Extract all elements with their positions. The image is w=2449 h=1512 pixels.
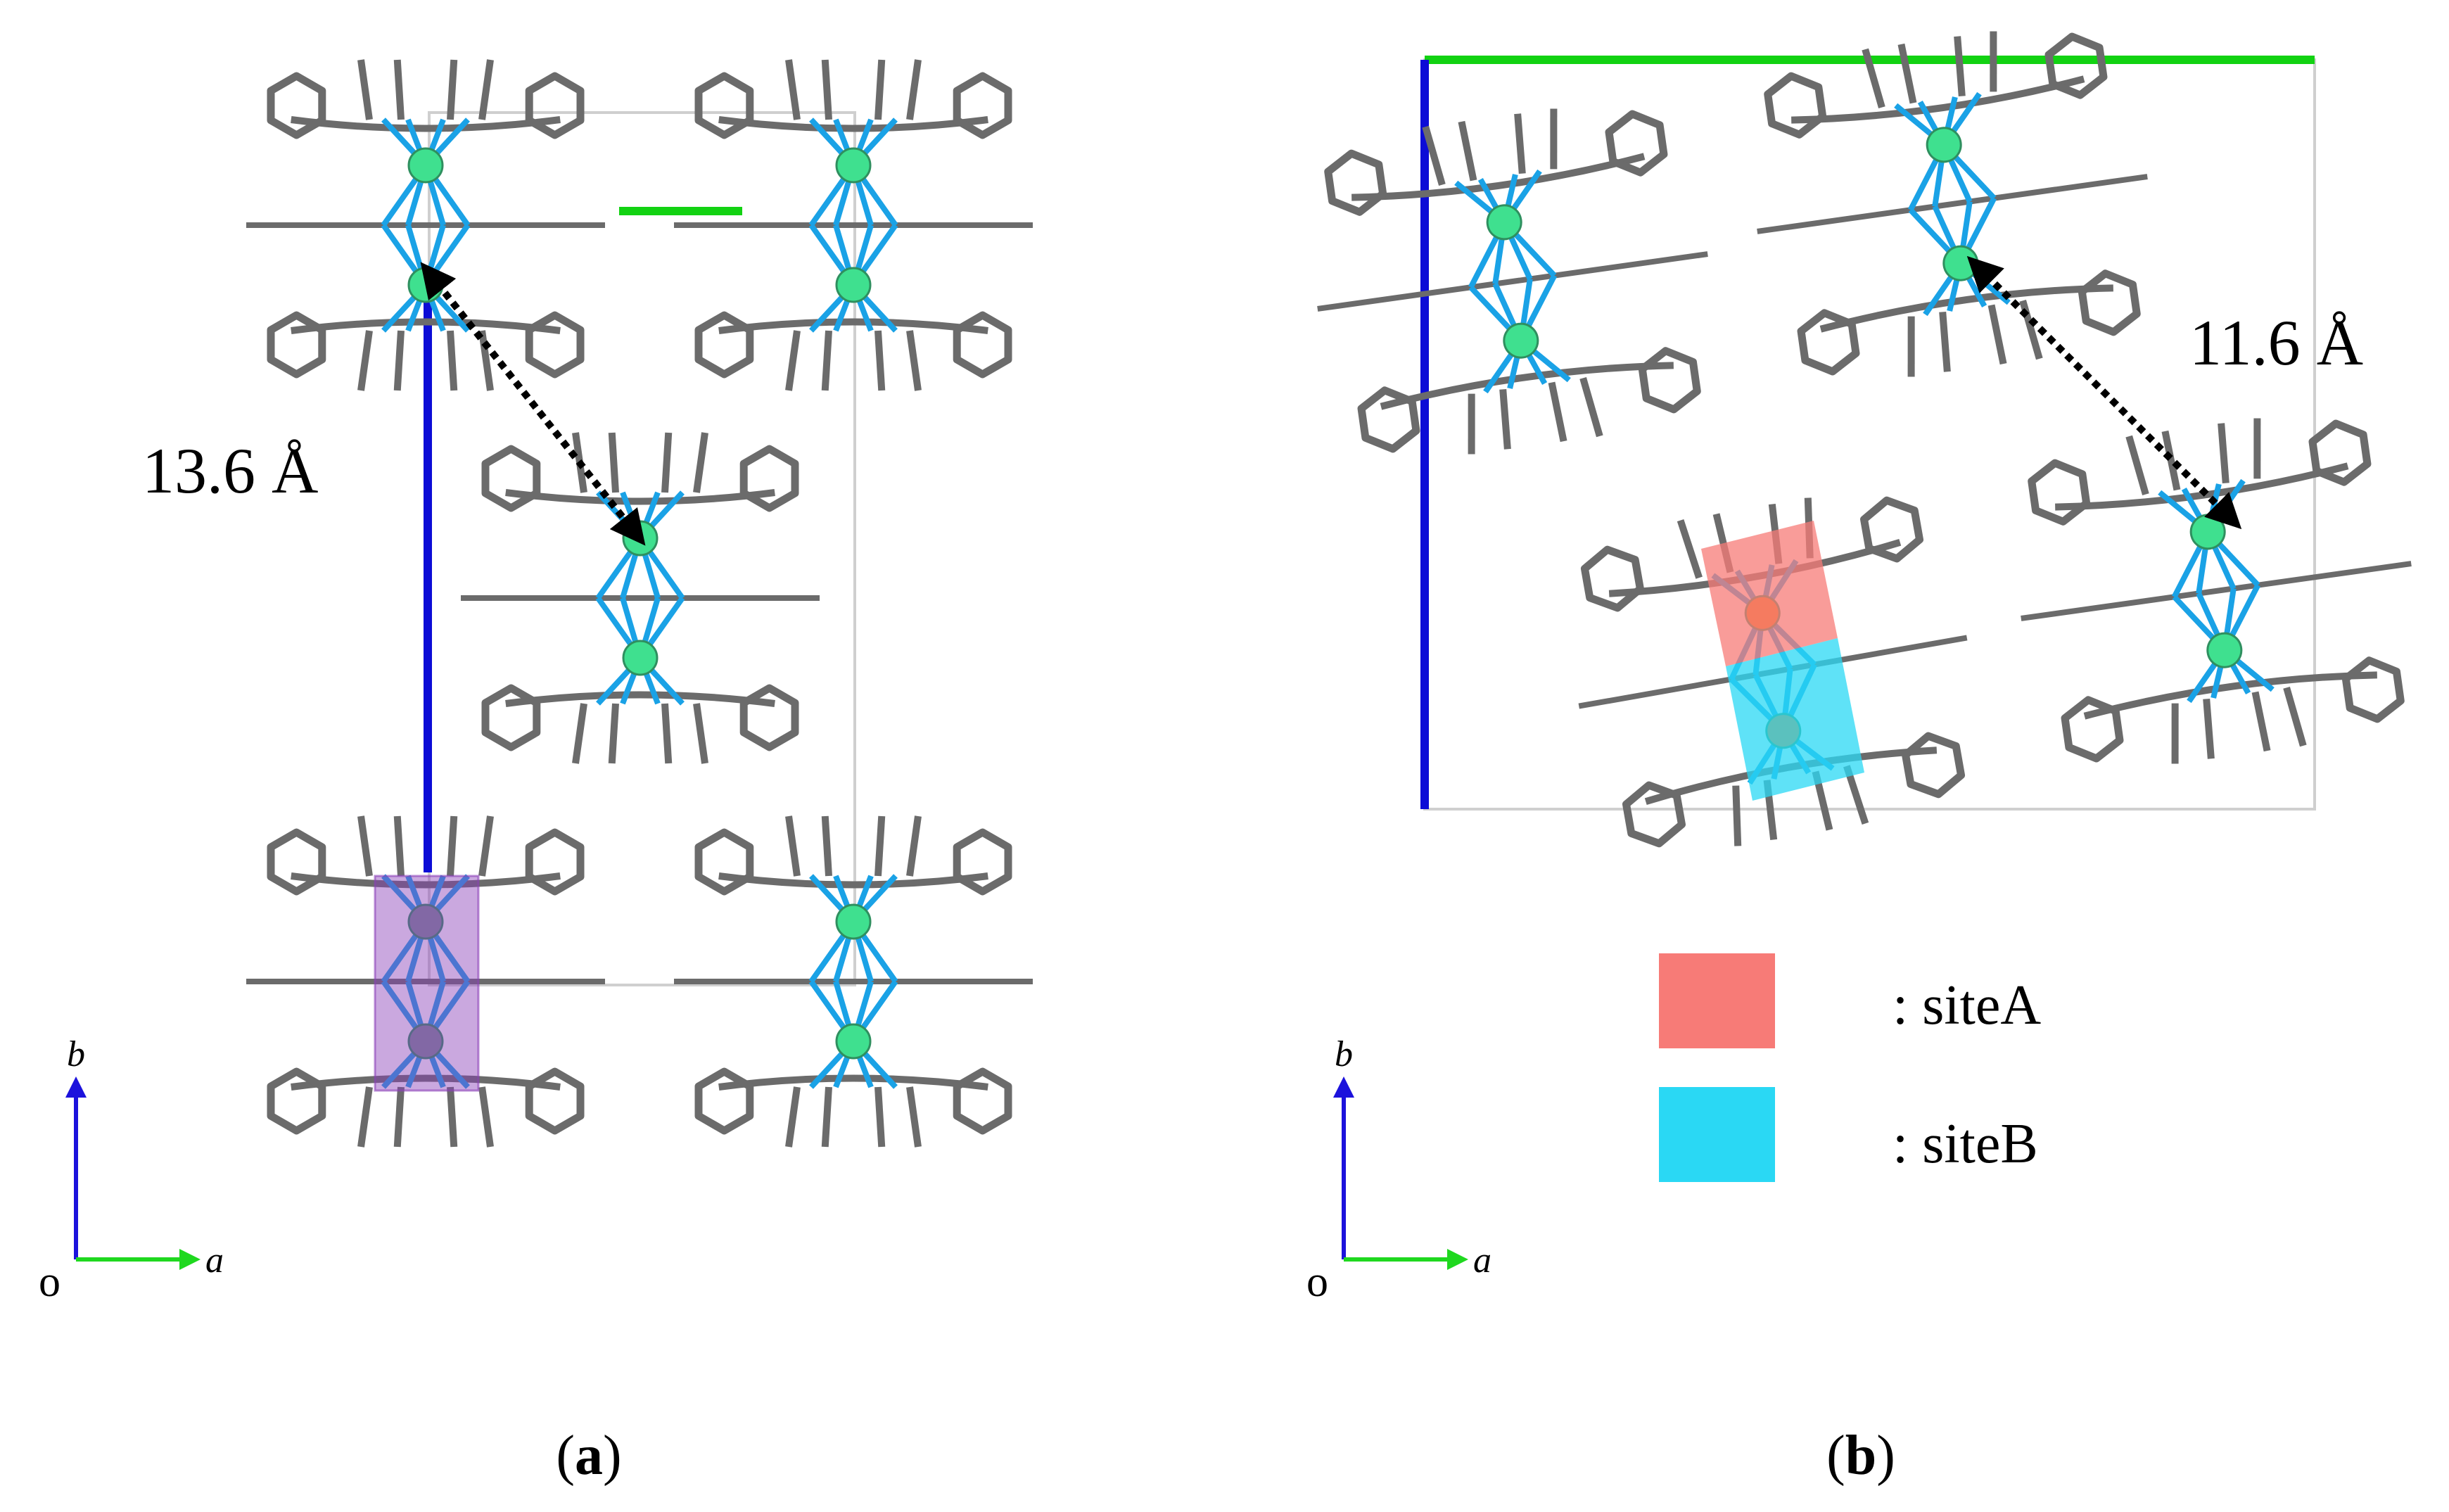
caption-close-a: ) [603,1425,622,1487]
caption-open-a: ( [556,1425,575,1487]
molecule-dimer [1317,108,1708,455]
axis-origin-a: o [39,1258,61,1306]
siteA-box [1701,521,1838,666]
axis-label-b-b: b [1335,1034,1353,1074]
legend: : siteA : siteB [1659,953,2041,1182]
axis-label-b-a: b [67,1034,85,1074]
caption-open-b: ( [1826,1425,1845,1487]
dotted-double-arrow-icon [420,262,646,546]
legend-swatch-siteB [1659,1087,1775,1182]
purple-site-box [374,875,480,1092]
molecule-dimer [246,815,605,1148]
legend-label-siteB: : siteB [1893,1113,2038,1175]
molecule-dimer [461,432,820,764]
axis-indicator-b: b a o [1306,1034,1491,1306]
caption-a: (a) [556,1425,621,1487]
dotted-double-arrow-icon [1966,255,2242,530]
caption-letter-a: a [575,1425,603,1487]
molecule-dimer [674,815,1033,1148]
molecular-structures-b [1317,31,2412,848]
axis-indicator-a: b a o [39,1034,224,1306]
legend-label-siteA: : siteA [1893,974,2041,1036]
caption-close-b: ) [1876,1425,1895,1487]
axis-label-a-b: a [1473,1240,1491,1281]
distance-label-a: 13.6 Å [142,435,318,507]
molecular-structures-a [246,59,1033,1148]
molecule-dimer [1757,31,2148,377]
molecule-dimer [674,59,1033,391]
legend-swatch-siteA [1659,953,1775,1048]
molecule-dimer [2021,418,2412,764]
axis-label-a-a: a [205,1240,224,1281]
caption-b: (b) [1826,1425,1895,1487]
panel-a: 13.6 Å b a o (a) [39,59,1033,1487]
siteB-box [1726,638,1864,801]
distance-label-b: 11.6 Å [2189,307,2363,379]
panel-b: 11.6 Å b a o : siteA : siteB (b) [1306,31,2412,1487]
caption-letter-b: b [1845,1425,1877,1487]
axis-origin-b: o [1306,1258,1328,1306]
